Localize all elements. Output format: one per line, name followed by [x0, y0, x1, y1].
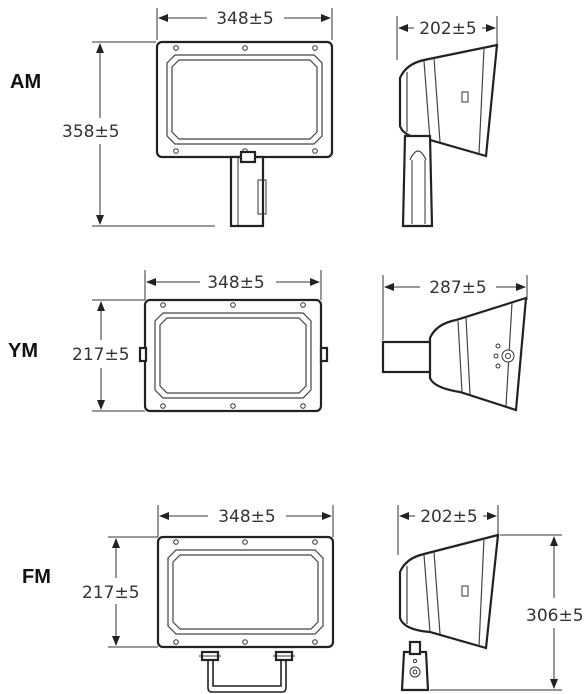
fm-height-dimension: 217±5: [82, 583, 140, 603]
am-side-view: 202±5: [396, 16, 499, 228]
fm-front-view: 348±5 217±5: [82, 505, 335, 693]
fm-side-height-dimension: 306±5: [526, 606, 584, 626]
variant-label-am: AM: [10, 71, 41, 93]
variant-ym: YM 348±5 217±5: [8, 270, 528, 413]
ym-side-view: 287±5: [381, 275, 528, 412]
fm-depth-dimension: 202±5: [420, 507, 478, 527]
variant-label-ym: YM: [8, 340, 38, 362]
variant-fm: FM 348±5 217±5: [22, 505, 584, 693]
fm-side-view: 202±5 306±5: [397, 505, 584, 692]
ym-width-dimension: 348±5: [207, 273, 265, 293]
variant-am: AM 348±5 358±5: [10, 8, 499, 228]
am-front-view: 348±5 358±5: [62, 8, 334, 228]
am-depth-dimension: 202±5: [419, 19, 477, 39]
fm-width-dimension: 348±5: [218, 507, 276, 527]
am-height-dimension: 358±5: [62, 122, 120, 142]
ym-height-dimension: 217±5: [72, 345, 130, 365]
ym-front-view: 348±5 217±5: [72, 270, 329, 413]
variant-label-fm: FM: [22, 566, 51, 588]
am-width-dimension: 348±5: [216, 9, 274, 29]
ym-depth-dimension: 287±5: [429, 278, 487, 298]
